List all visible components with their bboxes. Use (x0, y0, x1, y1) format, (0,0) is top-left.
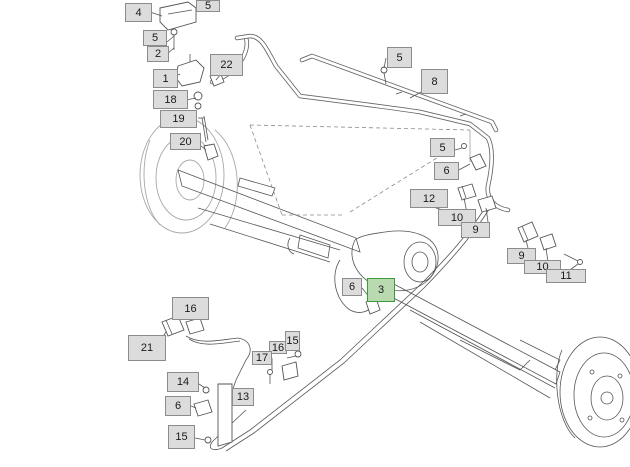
right-fittings-drawing (457, 143, 583, 265)
axle-frame-drawing (177, 124, 561, 399)
callout-6[interactable]: 6 (165, 396, 191, 416)
callout-15[interactable]: 15 (168, 425, 195, 449)
callout-5[interactable]: 5 (387, 47, 412, 68)
callout-16[interactable]: 16 (172, 297, 209, 320)
callout-1[interactable]: 1 (153, 69, 178, 88)
callout-16[interactable]: 16 (269, 341, 287, 354)
callout-5[interactable]: 5 (430, 138, 455, 157)
callout-3-selected[interactable]: 3 (367, 278, 395, 302)
callout-11[interactable]: 11 (546, 269, 586, 283)
callout-5[interactable]: 5 (196, 0, 220, 12)
callout-9[interactable]: 9 (461, 222, 490, 238)
callout-13[interactable]: 13 (232, 388, 254, 406)
callout-18[interactable]: 18 (153, 90, 188, 109)
right-wheel-hub-drawing (556, 336, 630, 448)
callout-6[interactable]: 6 (342, 278, 362, 296)
callout-4[interactable]: 4 (125, 3, 152, 22)
callout-19[interactable]: 19 (160, 110, 197, 128)
callout-14[interactable]: 14 (167, 372, 199, 392)
callout-5[interactable]: 5 (143, 30, 167, 46)
brake-pipe-drawing (185, 33, 511, 452)
callout-20[interactable]: 20 (170, 133, 201, 150)
callout-15[interactable]: 15 (285, 331, 300, 351)
callout-22[interactable]: 22 (210, 54, 243, 76)
callout-10[interactable]: 10 (438, 209, 476, 226)
callout-21[interactable]: 21 (128, 335, 166, 361)
callout-8[interactable]: 8 (421, 69, 448, 94)
callout-12[interactable]: 12 (410, 189, 448, 208)
upper-bracket-assembly-drawing (159, 1, 250, 161)
callout-2[interactable]: 2 (147, 46, 169, 62)
callout-17[interactable]: 17 (252, 351, 272, 365)
callout-6[interactable]: 6 (434, 162, 459, 180)
